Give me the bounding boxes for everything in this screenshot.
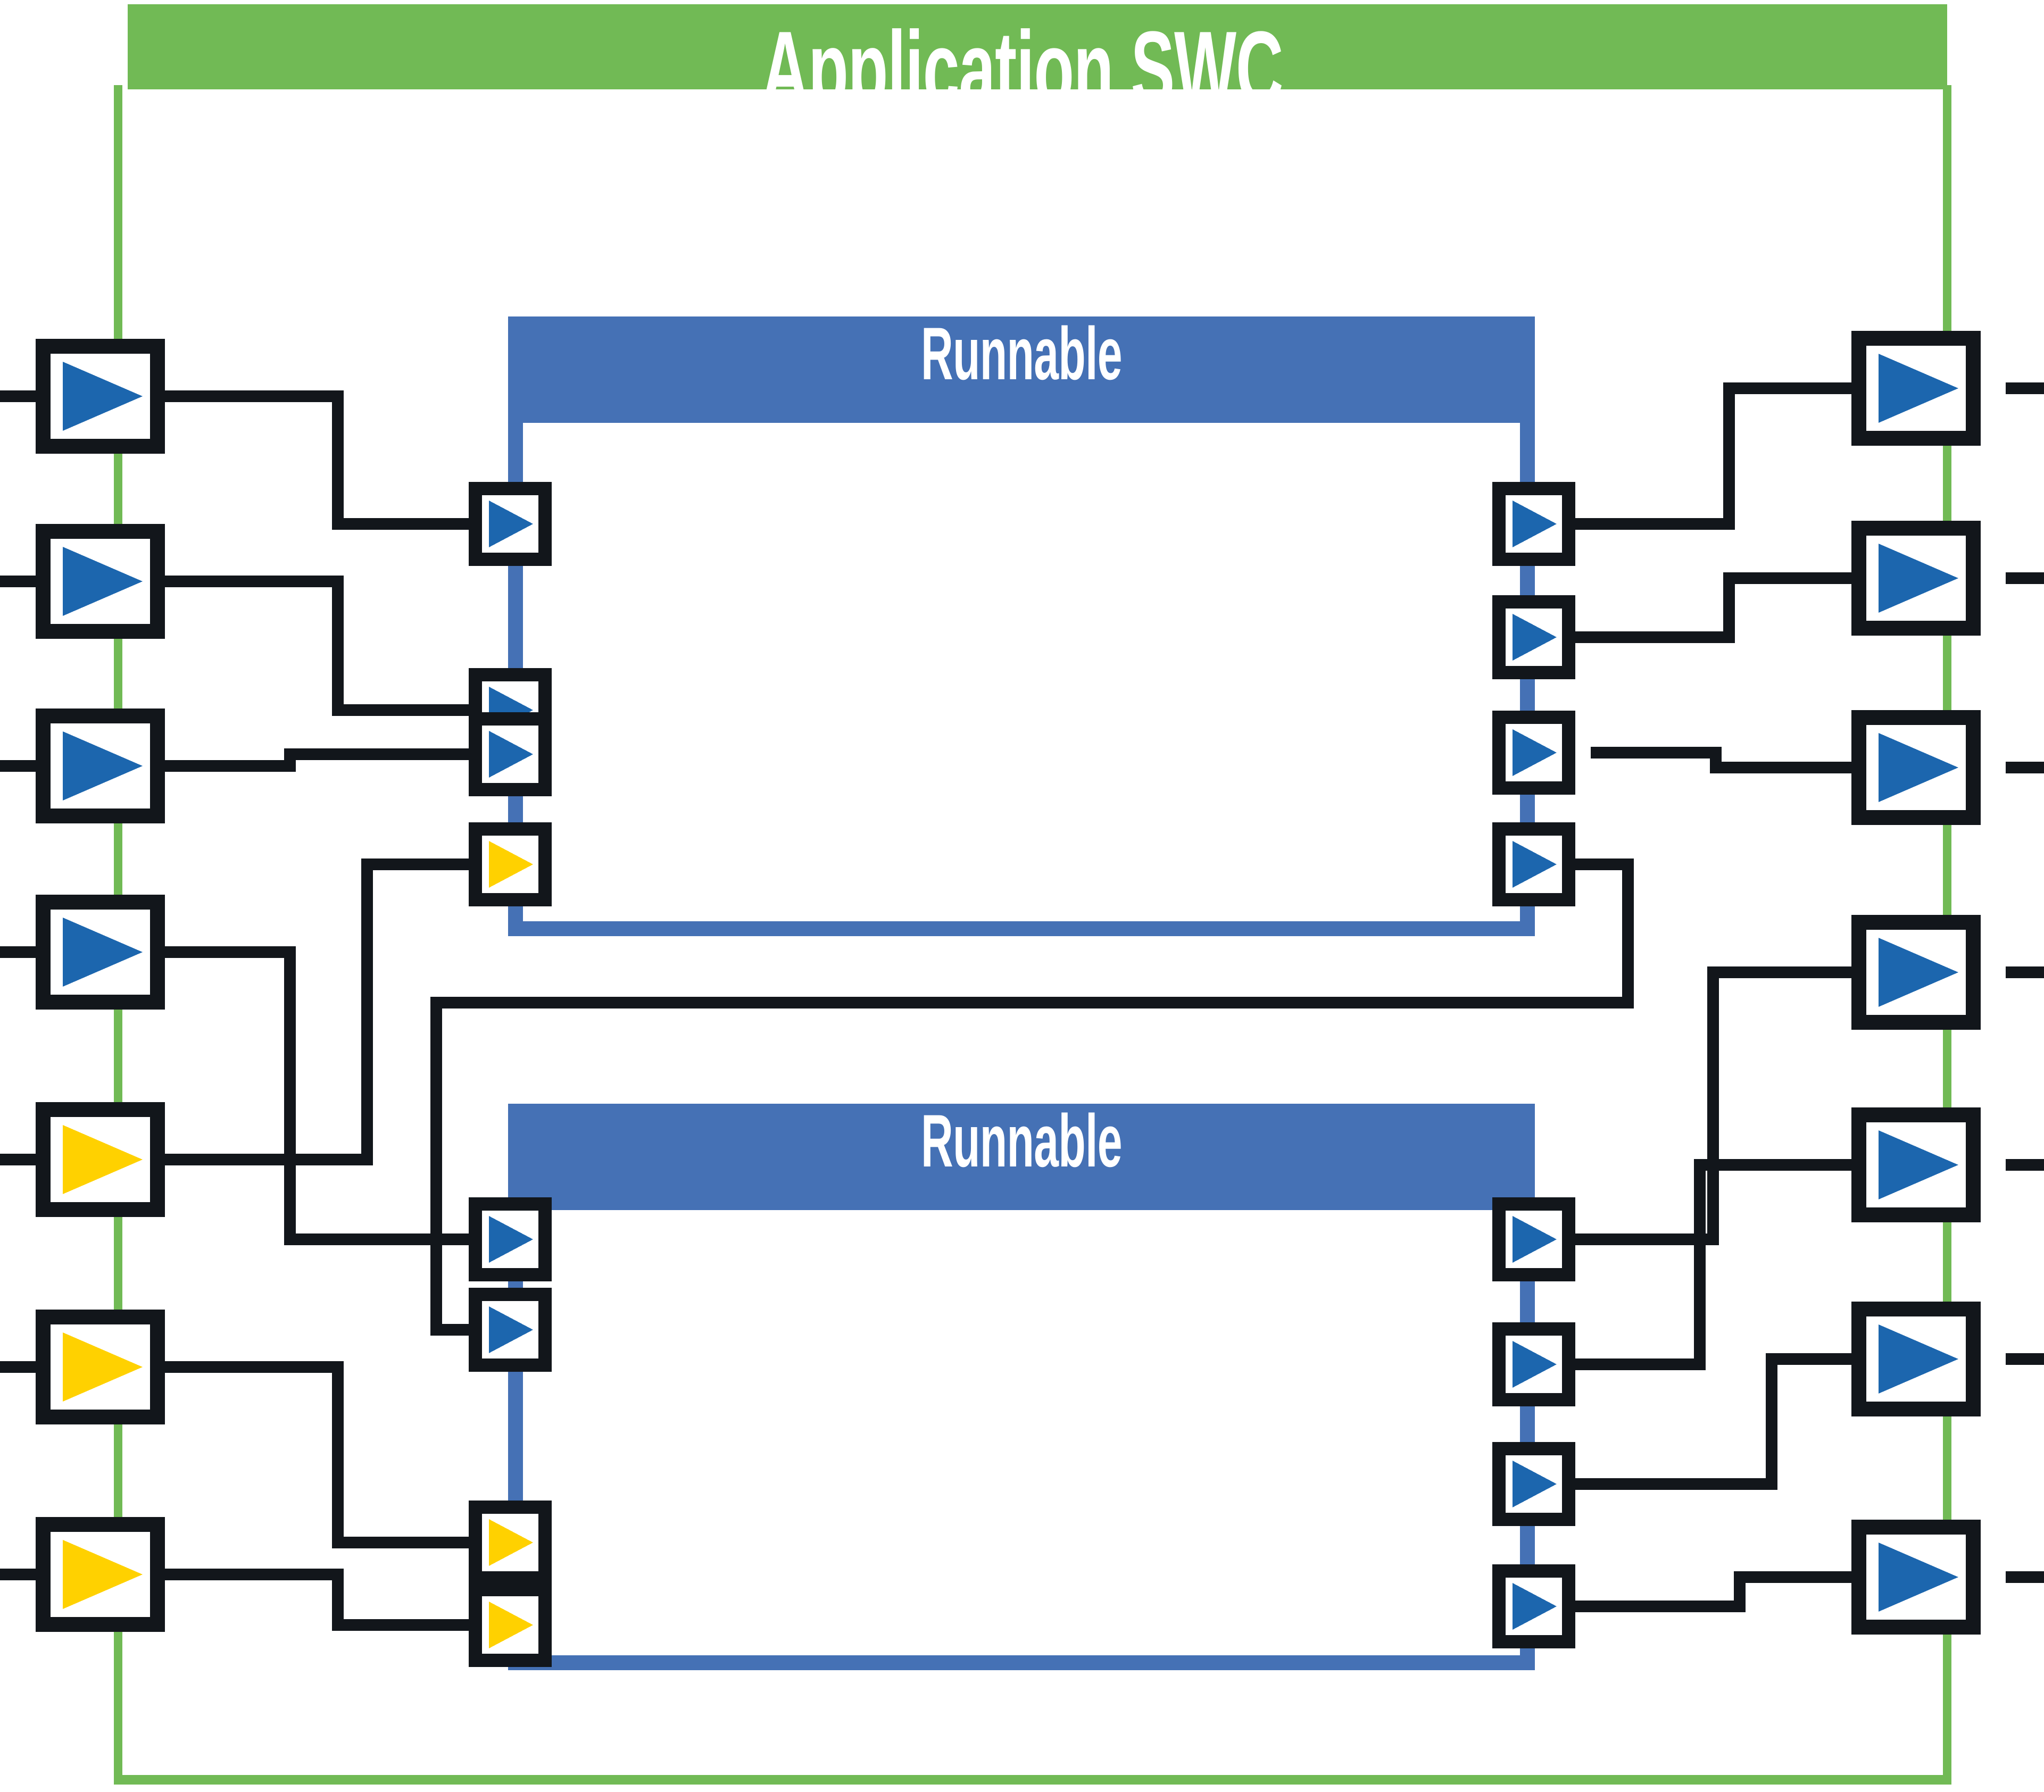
swc-port-left-3 (36, 895, 165, 1010)
runnable-top-body-fill (523, 423, 1520, 921)
runnable-bottom-port-left-1 (469, 1288, 552, 1372)
port-triangle-blue (1513, 1341, 1557, 1388)
runnable-bottom-right-ports[interactable] (1492, 1197, 1575, 1648)
runnable-bottom-body-fill (523, 1210, 1520, 1655)
port-triangle-blue (1879, 1543, 1958, 1612)
runnable-top-port-right-1 (1492, 595, 1575, 679)
swc-port-left-2 (36, 709, 165, 823)
wire-l6-to-run2-p3 (165, 1569, 471, 1631)
runnable-bottom-port-left-2 (469, 1501, 552, 1585)
swc-port-left-4 (36, 1102, 165, 1217)
wire-run1-p3-to-run2-p1 (430, 859, 1634, 1336)
swc-port-right-0 (1851, 331, 1981, 446)
connection-wires (0, 382, 2044, 1631)
swc-port-right-6 (1851, 1520, 1981, 1635)
wire-l3-to-run2-p0 (165, 946, 471, 1245)
runnable-top-port-right-3 (1492, 822, 1575, 906)
page-title: Application SWC (761, 10, 1283, 128)
runnable-bottom-port-right-2 (1492, 1442, 1575, 1526)
wire-run2-r1-to-rswc4 (1572, 1159, 1851, 1370)
runnable-bottom-port-right-3 (1492, 1564, 1575, 1648)
port-triangle-yellow (489, 1519, 533, 1566)
swc-port-left-1 (36, 524, 165, 639)
wire-run1-r1-to-rswc1 (1572, 572, 1851, 643)
runnable-top-port-right-0 (1492, 482, 1575, 566)
runnable-top-body-bottom-border (508, 921, 1535, 936)
port-triangle-yellow (63, 1540, 143, 1609)
port-triangle-yellow (489, 1602, 533, 1648)
wire-l5-to-run2-p2 (165, 1361, 471, 1548)
runnable-bottom-port-right-1 (1492, 1322, 1575, 1406)
port-triangle-blue (63, 547, 143, 616)
port-triangle-blue (1513, 729, 1557, 776)
port-triangle-blue (1513, 1583, 1557, 1630)
runnable-bottom-body-bottom-border (508, 1655, 1535, 1670)
runnable-top-header (508, 316, 1535, 423)
wire-run2-r0-to-rswc3 (1572, 966, 1851, 1245)
runnable-top-port-left-0 (469, 482, 552, 566)
wire-run2-r3-to-rswc6 (1572, 1571, 1851, 1612)
runnable-bottom[interactable] (508, 1104, 1535, 1670)
port-triangle-blue (63, 918, 143, 987)
wire-l2-to-run1-p2 (165, 748, 471, 772)
swc-left-ports[interactable] (36, 339, 165, 1632)
wire-run1-r0-to-rswc0 (1572, 382, 1851, 530)
port-triangle-yellow (63, 1332, 143, 1402)
swc-header-bar (128, 4, 1947, 89)
port-triangle-blue (1513, 1216, 1557, 1263)
runnable-bottom-title: Runnable (921, 1099, 1122, 1182)
port-triangle-yellow (489, 841, 533, 888)
wire-l4-to-run1-p3 (165, 859, 471, 1165)
port-triangle-blue (1879, 544, 1958, 613)
runnable-bottom-port-right-0 (1492, 1197, 1575, 1281)
runnable-top-port-left-3 (469, 822, 552, 906)
port-triangle-blue (1879, 938, 1958, 1007)
runnable-bottom-port-left-0 (469, 1197, 552, 1281)
port-triangle-blue (63, 731, 143, 801)
port-triangle-blue (1879, 1324, 1958, 1394)
swc-port-right-1 (1851, 521, 1981, 636)
runnable-top-left-ports[interactable] (469, 482, 552, 906)
port-triangle-blue (1513, 1461, 1557, 1507)
port-triangle-blue (1513, 501, 1557, 547)
runnable-top-port-right-2 (1492, 711, 1575, 795)
wire-l0-to-run1-p0 (165, 390, 471, 530)
swc-port-right-3 (1851, 915, 1981, 1030)
port-triangle-blue (489, 501, 533, 547)
port-triangle-blue (489, 731, 533, 778)
swc-port-left-0 (36, 339, 165, 454)
swc-port-left-6 (36, 1517, 165, 1632)
wire-l1-to-run1-p1 (165, 576, 471, 716)
port-triangle-yellow (63, 1125, 143, 1194)
wire-run1-r2-to-rswc2 (1591, 747, 1851, 773)
port-triangle-blue (1513, 614, 1557, 661)
swc-right-ports[interactable] (1851, 331, 1981, 1635)
runnable-bottom-header (508, 1104, 1535, 1210)
port-triangle-blue (489, 1306, 533, 1353)
runnable-top-title: Runnable (921, 312, 1122, 395)
port-triangle-blue (1513, 841, 1557, 888)
swc-port-right-5 (1851, 1302, 1981, 1416)
runnable-top-port-left-2 (469, 712, 552, 796)
wire-run2-r2-to-rswc5 (1572, 1353, 1851, 1490)
swc-port-right-4 (1851, 1107, 1981, 1222)
port-triangle-blue (1879, 733, 1958, 802)
port-triangle-blue (1879, 354, 1958, 423)
swc-port-left-5 (36, 1310, 165, 1424)
runnable-bottom-port-left-3 (469, 1583, 552, 1667)
swc-port-right-2 (1851, 710, 1981, 825)
port-triangle-blue (63, 362, 143, 431)
runnable-bottom-left-ports[interactable] (469, 1197, 552, 1667)
runnable-top[interactable] (508, 316, 1535, 936)
port-triangle-blue (1879, 1130, 1958, 1199)
port-triangle-blue (489, 1216, 533, 1263)
runnable-top-right-ports[interactable] (1492, 482, 1575, 906)
